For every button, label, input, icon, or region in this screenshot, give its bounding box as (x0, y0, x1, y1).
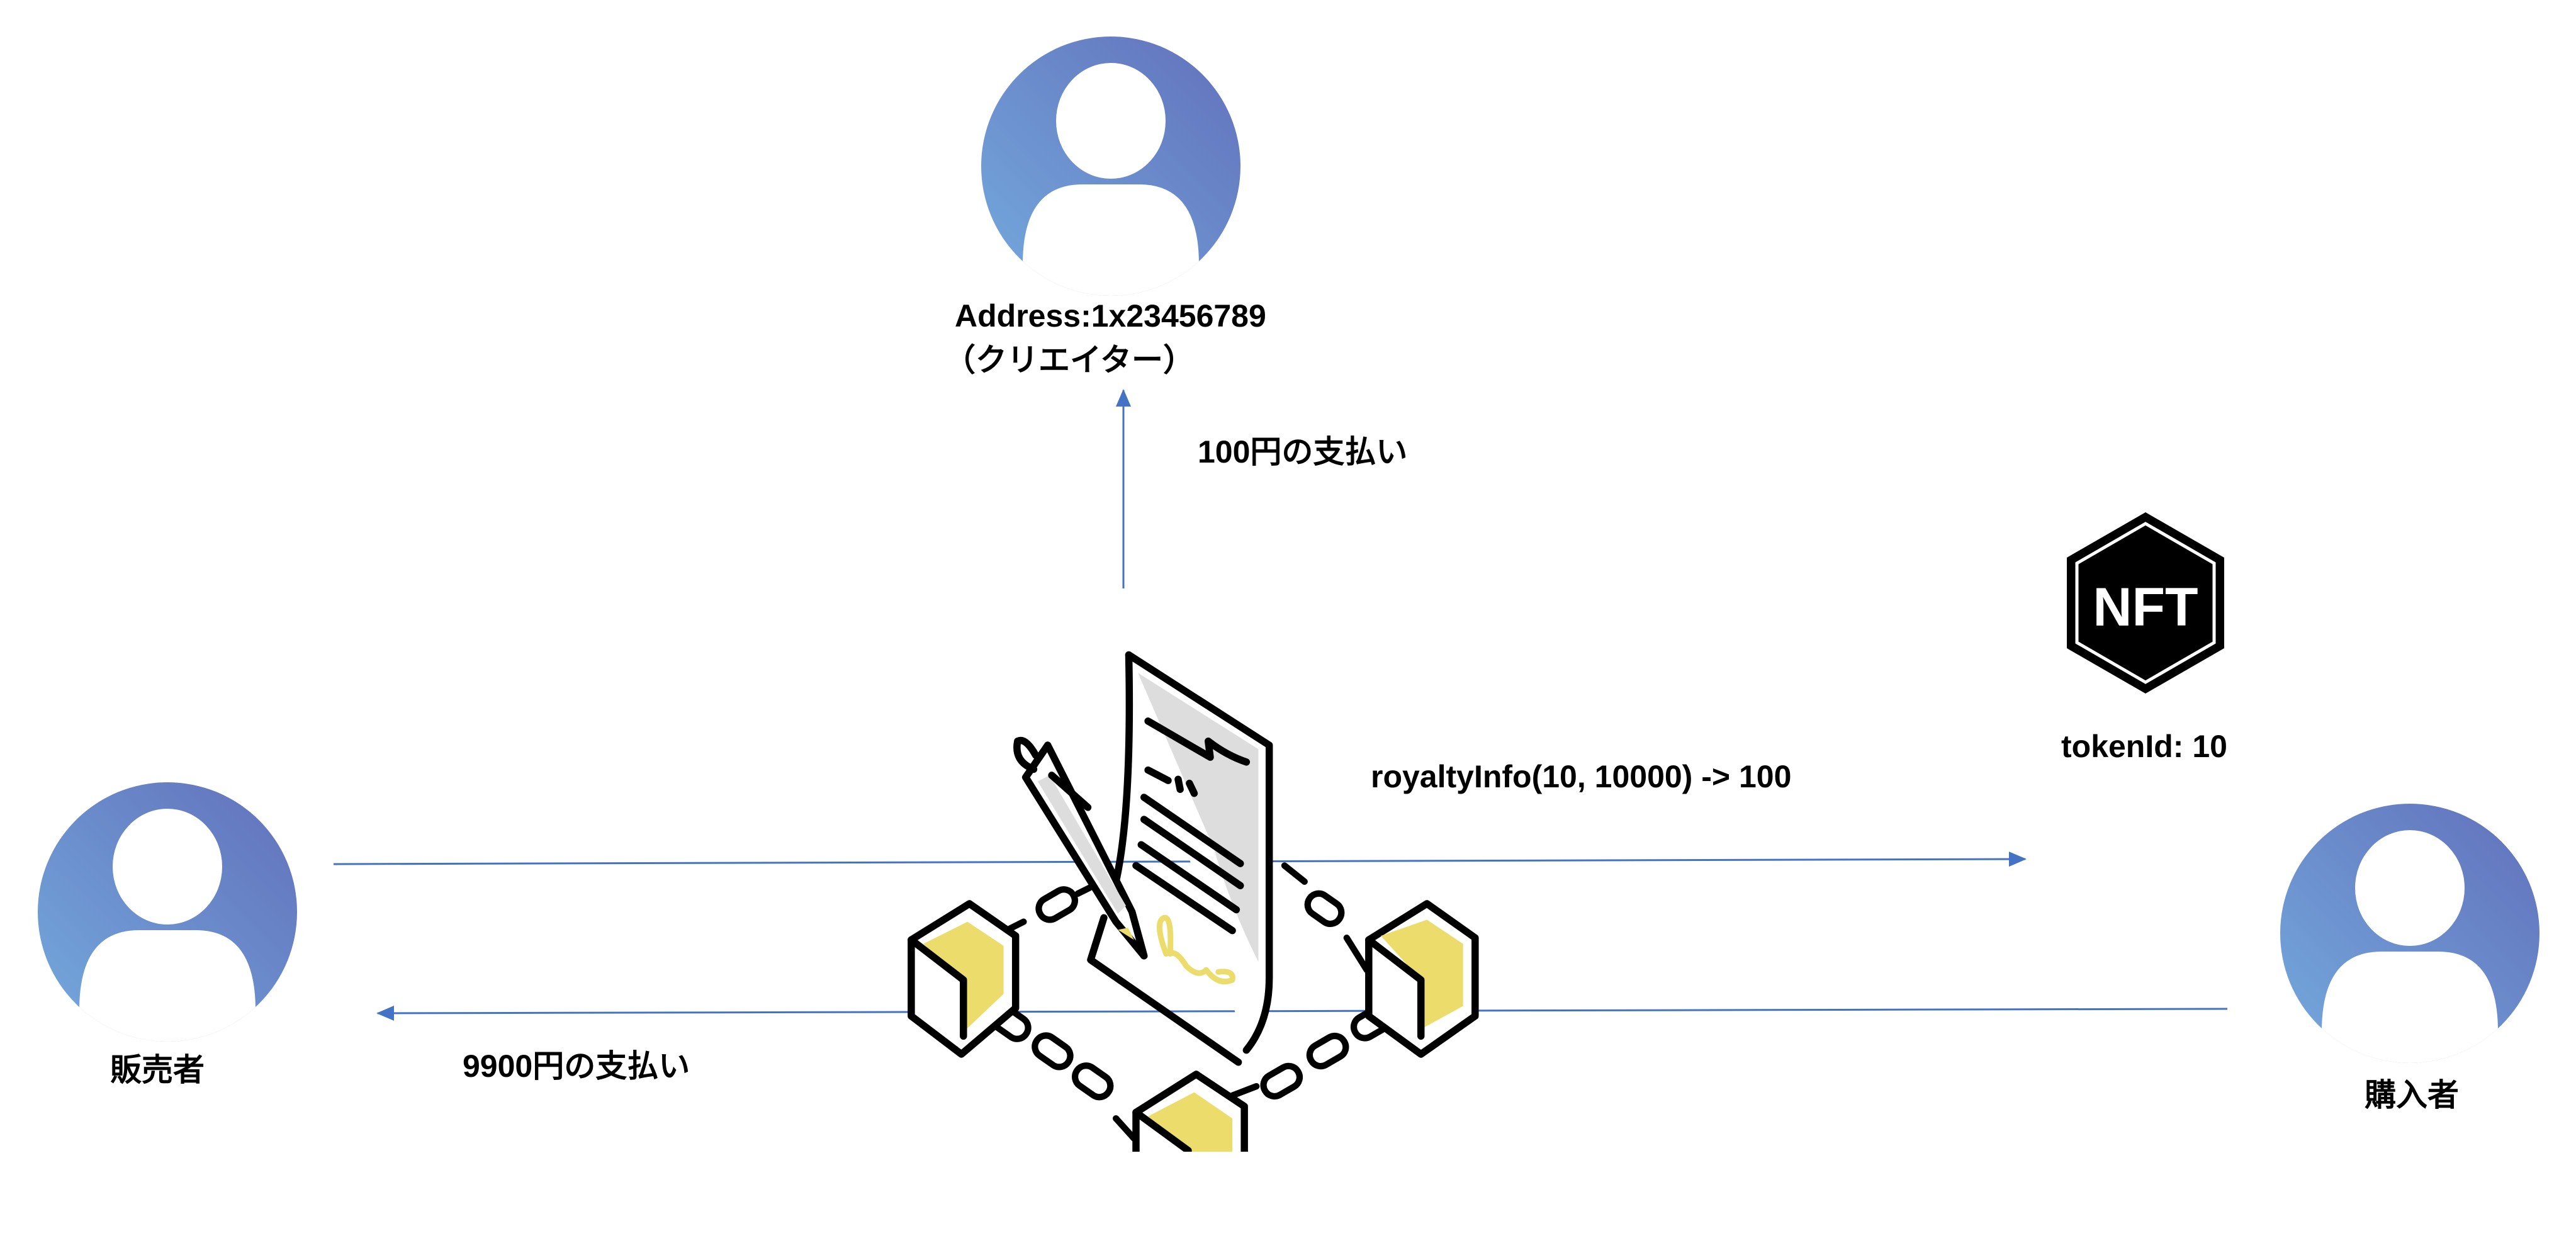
contract-document-icon (1087, 651, 1273, 1066)
smart-contract-blockchain-illustration (908, 651, 1479, 1152)
signature-icon (1156, 914, 1235, 985)
creator-payment-label: 100円の支払い (1198, 434, 1408, 469)
seller-payment-label: 9900円の支払い (463, 1048, 690, 1084)
royalty-call-label: royaltyInfo(10, 10000) -> 100 (1371, 759, 1792, 794)
seller-label: 販売者 (110, 1052, 205, 1088)
nft-badge-text: NFT (2093, 577, 2198, 638)
avatar-head-icon (1056, 63, 1166, 179)
block-bottom-icon (1132, 1071, 1248, 1152)
block-right-icon (1365, 900, 1479, 1058)
seller-to-buyer-arrow (333, 852, 2027, 867)
seller-avatar (38, 782, 297, 1042)
chain-links-icon (989, 862, 1393, 1142)
block-left-icon (908, 900, 1020, 1058)
nft-badge-icon (2067, 512, 2224, 694)
creator-address: Address:1x23456789 (955, 298, 1266, 334)
creator-role: （クリエイター） (944, 342, 1195, 378)
pen-icon (1013, 736, 1148, 960)
creator-avatar (981, 37, 1240, 296)
avatar-body-icon (1023, 184, 1199, 296)
buyer-label: 購入者 (2365, 1077, 2459, 1113)
buyer-avatar (2280, 804, 2539, 1063)
buyer-to-seller-arrow (376, 1005, 2228, 1021)
token-id-label: tokenId: 10 (2061, 729, 2227, 764)
